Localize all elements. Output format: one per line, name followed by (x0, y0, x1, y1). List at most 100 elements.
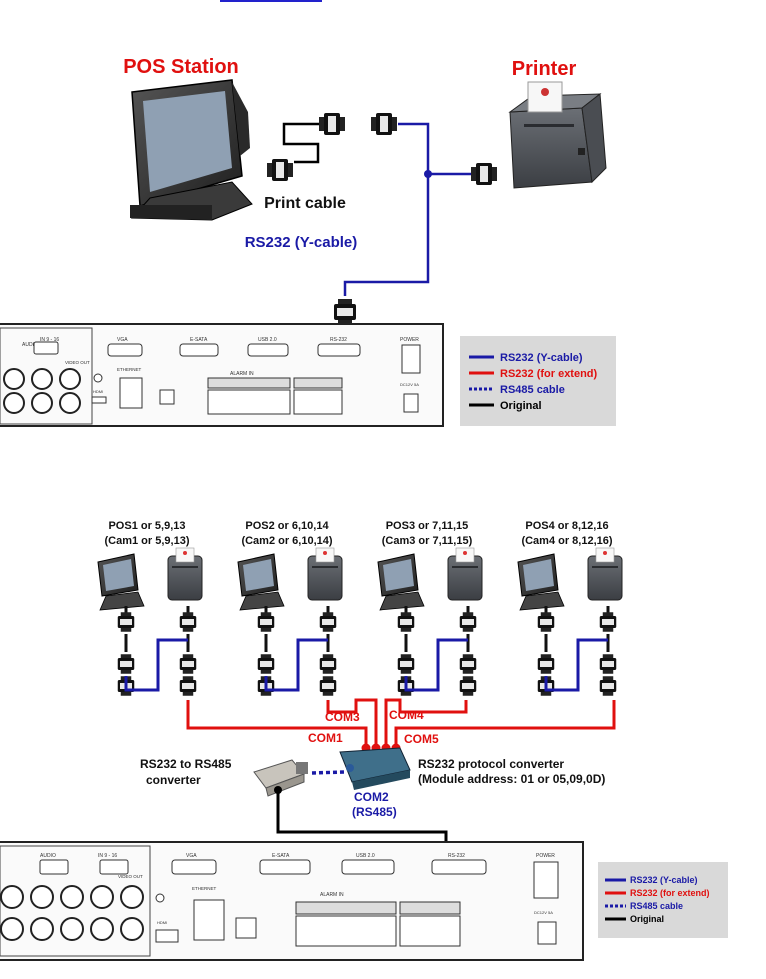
printer-icon (167, 547, 203, 601)
svg-text:VIDEO OUT: VIDEO OUT (65, 360, 90, 365)
db9-connector-upper (319, 612, 337, 632)
pos-terminal-icon (97, 553, 145, 611)
pos-group-1: POS1 or 5,9,13(Cam1 or 5,9,13) (97, 520, 203, 696)
com2-label: COM2 (354, 790, 389, 804)
converter-label-2: converter (146, 773, 201, 787)
y-cable (124, 638, 188, 692)
legend-top-item-3: RS485 cable (500, 384, 565, 396)
pos-group-title: POS2 or 6,10,14 (245, 520, 329, 532)
pos-groups: POS1 or 5,9,13(Cam1 or 5,9,13) POS2 or 6,… (97, 520, 623, 696)
print-cable (282, 122, 320, 164)
dvr-back-panel-bottom: AUDIO IN 9 - 16 VIDEO OUT HDMI ETHERNET … (0, 841, 584, 961)
legend-bottom-item-2: RS232 (for extend) (630, 888, 710, 898)
svg-text:POWER: POWER (536, 853, 555, 859)
pos-station-label: POS Station (123, 56, 239, 78)
svg-text:E-SATA: E-SATA (272, 853, 290, 859)
pos-group-4: POS4 or 8,12,16 (Cam4 or 8,12,16) (517, 520, 623, 696)
db9-connector-middle (179, 654, 197, 674)
y-cable (264, 638, 328, 692)
legend-top-item-1: RS232 (Y-cable) (500, 352, 583, 364)
print-cable-label: Print cable (264, 195, 346, 212)
com5-label: COM5 (404, 732, 439, 746)
com4-label: COM4 (389, 708, 424, 722)
db9-connector-lower (319, 676, 337, 696)
svg-text:E-SATA: E-SATA (190, 337, 208, 343)
svg-text:ETHERNET: ETHERNET (192, 886, 217, 891)
y-cable (544, 638, 608, 692)
svg-text:ETHERNET: ETHERNET (117, 367, 142, 372)
pos-station-image (130, 79, 253, 221)
svg-text:ALARM IN: ALARM IN (230, 371, 254, 377)
legend-bottom: RS232 (Y-cable) RS232 (for extend) RS485… (598, 862, 728, 938)
protocol-label-2: (Module address: 01 or 05,09,0D) (418, 772, 605, 786)
svg-text:RS-232: RS-232 (330, 337, 347, 343)
connector-pos-port (267, 159, 293, 181)
legend-top: RS232 (Y-cable) RS232 (for extend) RS485… (460, 336, 616, 426)
printer-icon (587, 547, 623, 601)
pos-group-title: POS4 or 8,12,16 (525, 520, 608, 532)
connector-dvr-rs232 (334, 299, 356, 325)
db9-connector-middle (117, 654, 135, 674)
svg-text:RS-232: RS-232 (448, 853, 465, 859)
db9-connector-upper (537, 612, 555, 632)
protocol-label-1: RS232 protocol converter (418, 757, 564, 771)
com1-label: COM1 (308, 731, 343, 745)
legend-top-item-4: Original (500, 400, 542, 412)
db9-connector-middle (599, 654, 617, 674)
db9-connector-middle (459, 654, 477, 674)
y-cable-junction (424, 170, 432, 178)
svg-text:VIDEO OUT: VIDEO OUT (118, 874, 143, 879)
pos-terminal-icon (237, 553, 285, 611)
svg-text:POWER: POWER (400, 337, 419, 343)
connector-printer (471, 163, 497, 185)
printer-title-label: Printer (512, 58, 577, 80)
legend-bottom-item-4: Original (630, 914, 664, 924)
svg-text:ALARM IN: ALARM IN (320, 892, 344, 898)
rs485-cable (311, 770, 345, 775)
y-cable-main (343, 174, 430, 296)
dvr-back-panel-top: IN 9 - 16 AUDIO VIDEO OUT HDMI ETHERNET … (0, 323, 444, 427)
y-cable-branch (398, 122, 476, 176)
svg-text:HDMI: HDMI (93, 389, 103, 394)
printer-image (508, 81, 607, 189)
pos-group-3: POS3 or 7,11,15 (Cam3 or 7,11,15) (377, 520, 483, 696)
connector-y-female (371, 113, 397, 135)
db9-connector-middle (397, 654, 415, 674)
db9-connector-middle (537, 654, 555, 674)
converter-label-1: RS232 to RS485 (140, 757, 232, 771)
rs485-label: (RS485) (352, 805, 397, 819)
svg-text:DC12V 5A: DC12V 5A (534, 910, 553, 915)
svg-text:USB 2.0: USB 2.0 (258, 337, 277, 343)
pos-group-2: POS2 or 6,10,14(Cam2 or 6,10,14) (237, 520, 343, 696)
rs232-ycable-label: RS232 (Y-cable) (245, 234, 358, 251)
printer-icon (307, 547, 343, 601)
svg-text:IN 9 - 16: IN 9 - 16 (40, 337, 59, 343)
pos-group-subtitle: (Cam4 or 8,12,16) (521, 535, 612, 547)
db9-connector-lower (599, 676, 617, 696)
com3-label: COM3 (325, 710, 360, 724)
svg-text:DC12V 5A: DC12V 5A (400, 382, 419, 387)
svg-text:VGA: VGA (186, 853, 197, 859)
svg-text:HDMI: HDMI (157, 920, 167, 925)
original-cable-end-top (274, 786, 282, 794)
y-cable (404, 638, 468, 692)
svg-text:IN 9 - 16: IN 9 - 16 (98, 853, 117, 859)
db9-connector-upper (397, 612, 415, 632)
pos-group-title: POS3 or 7,11,15 (386, 520, 469, 532)
legend-bottom-item-3: RS485 cable (630, 901, 683, 911)
legend-bottom-item-1: RS232 (Y-cable) (630, 875, 698, 885)
protocol-converter-image (339, 747, 411, 790)
db9-connector-upper (459, 612, 477, 632)
svg-text:AUDIO: AUDIO (22, 342, 38, 348)
printer-icon (447, 547, 483, 601)
db9-connector-upper (599, 612, 617, 632)
pos-group-subtitle: (Cam1 or 5,9,13) (105, 535, 190, 547)
pos-terminal-icon (377, 553, 425, 611)
pos-terminal-icon (517, 553, 565, 611)
db9-connector-lower (179, 676, 197, 696)
extend-cables (186, 698, 616, 748)
db9-connector-middle (319, 654, 337, 674)
db9-connector-lower (459, 676, 477, 696)
pos-group-subtitle: (Cam3 or 7,11,15) (382, 535, 473, 547)
